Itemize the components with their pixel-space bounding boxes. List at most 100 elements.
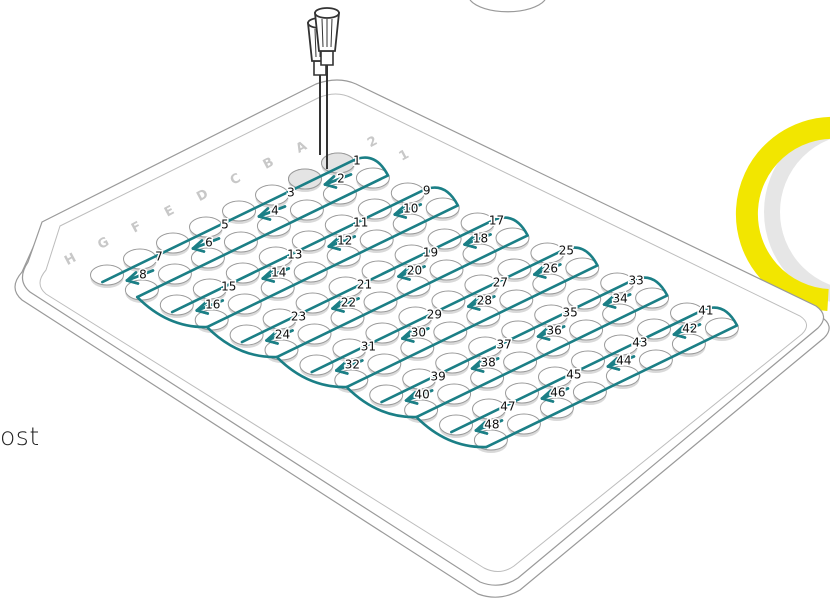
well-number: 25 (559, 244, 574, 258)
fill-arrowhead (536, 327, 551, 341)
accent-ring-outer (764, 122, 830, 302)
well (600, 272, 635, 294)
fill-arrow (602, 293, 632, 306)
well (260, 277, 295, 299)
well (495, 227, 530, 249)
well (505, 382, 539, 404)
needle-hub-top (314, 7, 340, 19)
well-number: 13 (287, 248, 302, 262)
fill-arrow (335, 359, 364, 372)
well (398, 306, 433, 328)
well (190, 247, 225, 269)
well (572, 381, 607, 403)
well (638, 349, 673, 371)
well (222, 200, 256, 222)
well (567, 288, 602, 310)
well (390, 182, 425, 204)
fill-arrowhead (540, 389, 555, 403)
well (361, 260, 396, 282)
fill-arrow (331, 297, 360, 310)
well-number: 10 (403, 202, 418, 216)
well (462, 243, 497, 265)
well (536, 335, 571, 357)
well-number: 24 (275, 328, 290, 342)
fill-arrow (397, 265, 426, 278)
fill-arrowhead (327, 237, 342, 251)
well-number: 42 (682, 322, 697, 336)
well-number: 39 (431, 370, 446, 384)
top-partial-circle (469, 0, 546, 13)
well-number: 6 (205, 236, 213, 250)
well-number: 2 (337, 172, 345, 186)
well (429, 259, 464, 281)
well-number: 34 (613, 292, 628, 306)
well-number: 4 (271, 204, 279, 218)
serpentine-segment (170, 186, 460, 329)
serpentine-segment (380, 276, 669, 419)
cropped-side-text: ost (0, 422, 40, 451)
well (571, 350, 605, 372)
accent-ring-yellow (735, 116, 830, 311)
well (670, 302, 704, 324)
well-arrows (125, 173, 702, 435)
well (637, 318, 671, 340)
well (289, 199, 324, 221)
well (532, 273, 567, 295)
fill-arrow (125, 269, 155, 282)
fill-arrow (606, 355, 636, 368)
fill-arrowhead (404, 391, 419, 405)
well (90, 264, 124, 286)
well (299, 354, 334, 376)
serpentine-segment (450, 306, 739, 449)
well (369, 384, 404, 406)
fill-arrowhead (261, 269, 276, 283)
fill-arrow (195, 299, 225, 312)
well-number: 40 (415, 388, 430, 402)
fill-arrowhead (191, 239, 206, 253)
well (501, 320, 536, 342)
well-numbers: 1234567891011121314151617181920212223242… (138, 152, 715, 433)
well-number: 14 (271, 266, 286, 280)
well (229, 324, 264, 346)
plate-top (21, 79, 825, 586)
well-number: 18 (473, 232, 488, 246)
well (470, 367, 505, 389)
well-number: 46 (550, 386, 565, 400)
well (355, 167, 390, 189)
well (262, 308, 297, 330)
fill-arrowhead (195, 301, 210, 315)
serpentine-segment (240, 216, 529, 359)
fill-arrow (393, 203, 423, 216)
fill-arrow (327, 235, 357, 248)
well (332, 338, 367, 360)
well-number: 20 (407, 264, 422, 278)
well (295, 292, 330, 314)
well (539, 397, 574, 419)
fill-arrowhead (533, 265, 547, 279)
needle-collar (320, 50, 334, 66)
well (297, 323, 332, 345)
serpentine-turn (135, 295, 209, 329)
well (365, 322, 400, 344)
well (506, 413, 541, 435)
needle-right (314, 7, 340, 169)
well (464, 274, 499, 296)
well-number: 22 (341, 296, 356, 310)
needle-grip (330, 18, 333, 48)
well (473, 429, 508, 451)
well-number: 26 (543, 262, 558, 276)
fill-arrow (265, 329, 294, 342)
fill-arrowhead (323, 175, 338, 189)
well (363, 291, 398, 313)
well (425, 197, 460, 219)
well (671, 333, 706, 355)
well (291, 230, 326, 252)
fill-arrowhead (602, 295, 617, 309)
fill-arrowhead (672, 325, 687, 339)
well (437, 383, 472, 405)
well (435, 352, 470, 374)
fill-arrow (261, 267, 291, 280)
fill-arrowhead (397, 267, 411, 281)
well-number: 27 (493, 276, 508, 290)
well (569, 319, 604, 341)
